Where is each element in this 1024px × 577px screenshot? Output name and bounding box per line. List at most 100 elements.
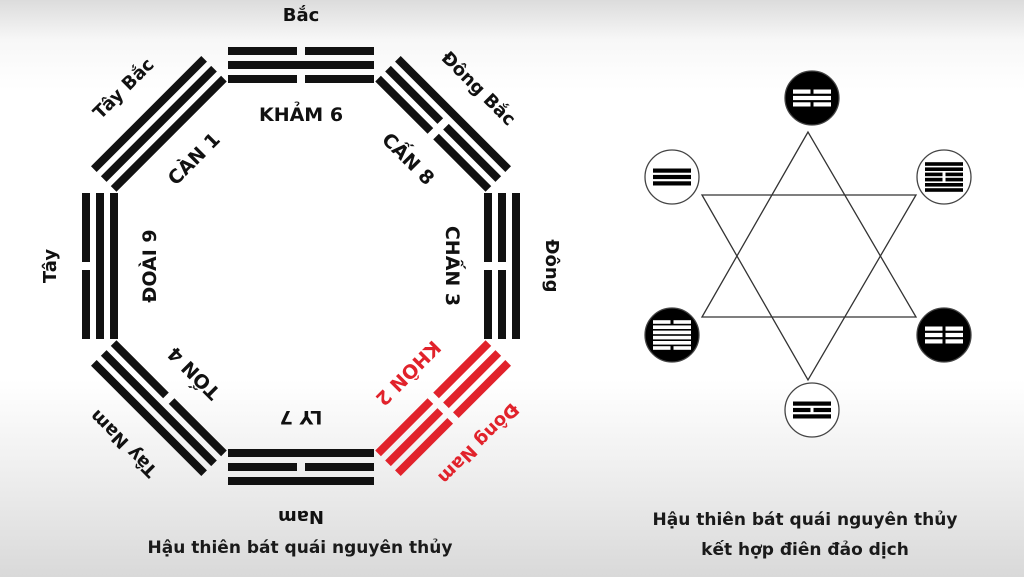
yin-line-left — [793, 102, 811, 107]
trigram-name-khôn: KHÔN 2 — [371, 336, 446, 411]
yin-line-left — [433, 340, 492, 399]
direction-label: Đông Bắc — [437, 48, 520, 131]
yang-line — [653, 341, 691, 345]
yang-line — [653, 335, 691, 340]
yang-line — [653, 168, 691, 173]
yin-line-left — [484, 193, 492, 262]
yang-line — [110, 193, 118, 339]
yang-line — [925, 188, 963, 192]
yang-line — [793, 414, 831, 419]
star-caption-line2: kết hợp điên đảo dịch — [701, 540, 909, 560]
yin-line-right — [945, 339, 963, 344]
yin-line-right — [110, 340, 169, 399]
yang-line — [228, 477, 374, 485]
yin-line-left — [793, 89, 811, 94]
trigram-name-chấn: CHẤN 3 — [441, 226, 467, 306]
yin-line-left — [925, 339, 943, 344]
yang-line — [100, 65, 217, 182]
yin-line-left — [228, 47, 297, 55]
yin-line-right — [945, 172, 963, 177]
yang-line — [228, 449, 374, 457]
yang-line — [653, 181, 691, 186]
yang-line — [925, 167, 963, 171]
hexagram-node-top — [784, 70, 840, 126]
yang-line — [100, 350, 217, 467]
trigram-symbol — [90, 55, 227, 192]
yin-line-right — [813, 407, 831, 413]
yin-line-right — [945, 326, 963, 331]
yin-line-right — [813, 102, 831, 107]
trigram-symbol — [82, 193, 118, 339]
trigram-group: ĐOÀI 9 Tây — [40, 193, 161, 339]
trigram-symbol — [228, 449, 374, 485]
direction-label: Bắc — [283, 5, 320, 26]
trigram-symbol — [228, 47, 374, 83]
yang-line — [90, 360, 207, 477]
trigram-group: CHẤN 3 Đông — [441, 193, 562, 339]
trigram-name-cấn: CẤN 8 — [377, 126, 441, 190]
yang-line — [512, 193, 520, 339]
yin-line-left — [82, 270, 90, 339]
yang-line — [793, 401, 831, 406]
hexagram-node-bottom — [784, 382, 840, 438]
yin-line-left — [925, 332, 943, 338]
trigram-symbol — [375, 55, 512, 192]
yin-line-left — [375, 75, 434, 134]
hexagram-node-bottom-right — [916, 307, 972, 363]
hexagram-node-top-left — [644, 149, 700, 205]
yin-line-right — [395, 418, 454, 477]
yin-line-left — [453, 360, 512, 419]
yang-line — [793, 95, 831, 101]
yang-line — [96, 193, 104, 339]
yin-line-left — [498, 193, 506, 262]
node-circle — [916, 149, 972, 205]
yin-line-right — [385, 408, 444, 467]
trigram-group: KHẢM 6 Bắc — [228, 5, 374, 126]
yin-line-right — [82, 193, 90, 262]
yin-line-right — [375, 398, 434, 457]
yin-line-right — [228, 463, 297, 471]
yin-line-left — [793, 407, 811, 413]
trigram-symbol — [375, 340, 512, 477]
yin-line-right — [498, 270, 506, 339]
trigram-symbol — [90, 340, 227, 477]
yin-line-left — [228, 75, 297, 83]
hexagram-node-top-right — [916, 149, 972, 205]
star-of-david-diagram — [644, 70, 972, 438]
yin-line-left — [443, 350, 502, 409]
yin-line-left — [305, 463, 374, 471]
yin-line-right — [305, 75, 374, 83]
yin-line-right — [433, 133, 492, 192]
yin-line-right — [484, 270, 492, 339]
trigram-symbol — [484, 193, 520, 339]
direction-label: Nam — [278, 506, 324, 527]
yin-line-right — [673, 346, 691, 350]
star-downward-triangle — [700, 194, 918, 382]
star-caption-line1: Hậu thiên bát quái nguyên thủy — [652, 510, 958, 530]
trigram-name-tốn: TỐN 4 — [161, 342, 225, 406]
direction-label: Đông Nam — [433, 398, 522, 487]
yin-line-right — [305, 47, 374, 55]
yin-line-right — [813, 89, 831, 94]
node-circle — [916, 307, 972, 363]
yang-line — [110, 75, 227, 192]
yang-line — [90, 55, 207, 172]
yin-line-left — [925, 177, 943, 182]
bagua-caption: Hậu thiên bát quái nguyên thủy — [147, 538, 453, 558]
yin-line-left — [653, 320, 671, 324]
trigram-name-đoài: ĐOÀI 9 — [138, 229, 161, 302]
yang-line — [653, 330, 691, 335]
trigram-name-khảm: KHẢM 6 — [259, 101, 343, 126]
direction-label: Đông — [541, 239, 562, 292]
yin-line-left — [385, 65, 444, 124]
yang-line — [653, 325, 691, 329]
yin-line-right — [945, 332, 963, 338]
direction-label: Tây — [40, 249, 61, 283]
yang-line — [228, 61, 374, 69]
